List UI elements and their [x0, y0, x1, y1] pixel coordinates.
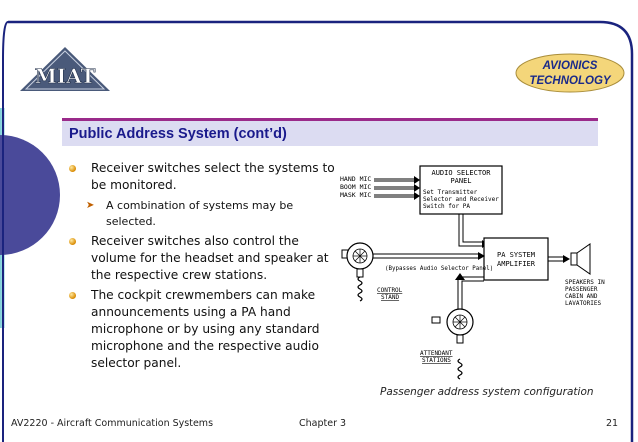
speaker-icon	[570, 243, 591, 275]
amplifier-label: PA SYSTEM	[497, 251, 535, 259]
footer-chapter: Chapter 3	[299, 418, 347, 429]
speakers-label: SPEAKERS IN	[565, 279, 605, 286]
arrowhead	[455, 273, 465, 280]
pa-amplifier-box	[483, 237, 549, 281]
bullet-text: Receiver switches also control the volum…	[91, 234, 329, 282]
frame-top-border	[8, 20, 634, 442]
figure-caption: Passenger address system configuration	[380, 386, 594, 398]
speakers-label: LAVATORIES	[565, 300, 602, 307]
avionics-badge: AVIONICS TECHNOLOGY	[515, 53, 625, 93]
amplifier-label: AMPLIFIER	[497, 260, 536, 268]
footer-page-number: 21	[606, 418, 619, 429]
attendant-mic-icon	[431, 308, 474, 380]
audio-selector-panel-box	[419, 165, 503, 215]
arrowhead	[478, 252, 485, 260]
bullet-icon	[69, 238, 76, 245]
speakers-label: CABIN AND	[565, 293, 598, 300]
audio-panel-text: Switch for PA	[423, 203, 470, 210]
arrowheads	[414, 176, 420, 200]
logo-text: MIAT	[35, 64, 96, 88]
sub-bullet-text: A combination of systems may be selected…	[106, 199, 294, 228]
speakers-label: PASSENGER	[565, 286, 598, 293]
attendant-to-amp-line	[457, 276, 484, 310]
title-bar: Public Address System (cont’d)	[62, 118, 598, 146]
control-stand-label: STAND	[381, 294, 399, 301]
label-hand-mic: HAND MIC	[340, 175, 371, 183]
panel-to-amp-line	[458, 214, 484, 247]
bypass-note: (Bypasses Audio Selector Panel)	[385, 266, 493, 272]
audio-panel-title: AUDIO SELECTOR	[431, 169, 491, 177]
control-stand-label: CONTROL	[377, 287, 403, 294]
miat-logo: MIAT	[20, 47, 110, 91]
attendant-label: ATTENDANT	[420, 350, 453, 357]
audio-panel-title: PANEL	[450, 177, 471, 185]
bypass-line	[373, 253, 480, 259]
audio-panel-text: Set Transmitter	[423, 189, 478, 196]
control-stand-mic-icon	[341, 242, 374, 302]
bullet-icon	[69, 292, 76, 299]
footer-course: AV2220 - Aircraft Communication Systems	[11, 418, 214, 429]
badge-line-2: TECHNOLOGY	[529, 75, 611, 87]
slide-title: Public Address System (cont’d)	[69, 126, 287, 142]
label-mask-mic: MASK MIC	[340, 191, 371, 199]
attendant-label: STATIONS	[422, 357, 451, 364]
bullet-text: The cockpit crewmembers can make announc…	[91, 288, 320, 370]
left-decor-circle	[0, 135, 60, 255]
arrowhead	[563, 255, 570, 263]
bullet-icon	[69, 165, 76, 172]
badge-line-1: AVIONICS	[542, 60, 598, 72]
bullet-text: Receiver switches select the systems to …	[91, 161, 335, 192]
amp-to-speaker-line	[548, 256, 564, 262]
pa-system-diagram: HAND MIC BOOM MIC MASK MIC AUDIO SELECTO…	[340, 165, 605, 380]
frame-left-border	[2, 21, 9, 442]
mic-input-arrows	[374, 178, 416, 198]
arrow-bullet-icon: ➤	[86, 200, 95, 211]
audio-panel-text: Selector and Receiver	[423, 196, 499, 203]
label-boom-mic: BOOM MIC	[340, 183, 371, 191]
